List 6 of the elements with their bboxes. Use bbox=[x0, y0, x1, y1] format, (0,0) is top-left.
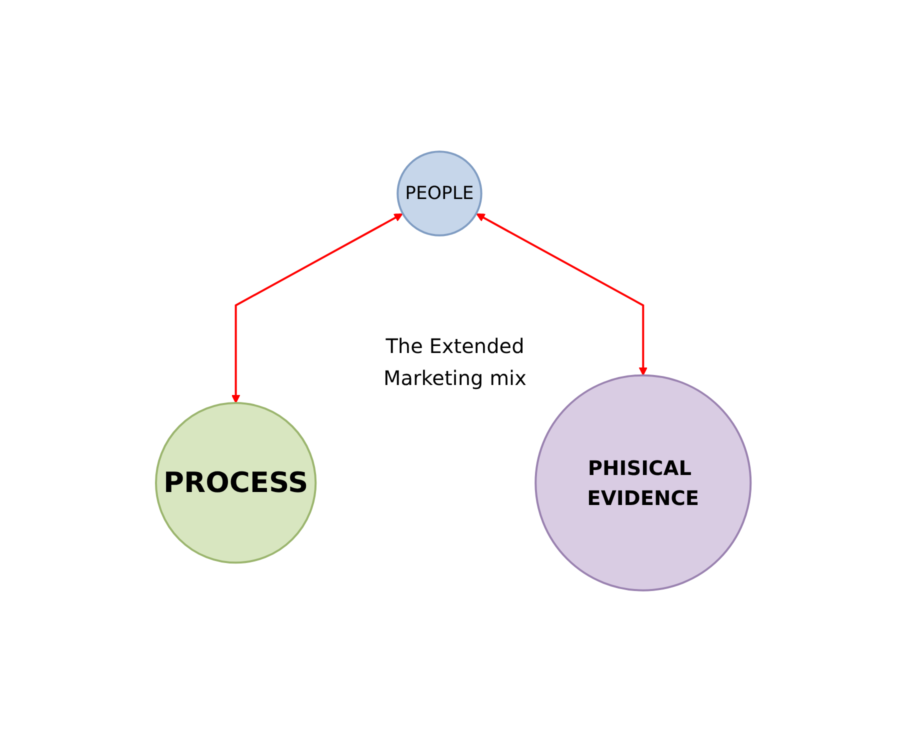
arrow bbox=[476, 213, 648, 376]
arrow bbox=[232, 213, 404, 404]
node-circle: PEOPLE bbox=[396, 150, 482, 236]
diagram-caption: The Extended Marketing mix bbox=[382, 333, 528, 392]
node-circle: PHISICAL EVIDENCE bbox=[534, 374, 752, 592]
node-circle: PROCESS bbox=[155, 402, 317, 564]
